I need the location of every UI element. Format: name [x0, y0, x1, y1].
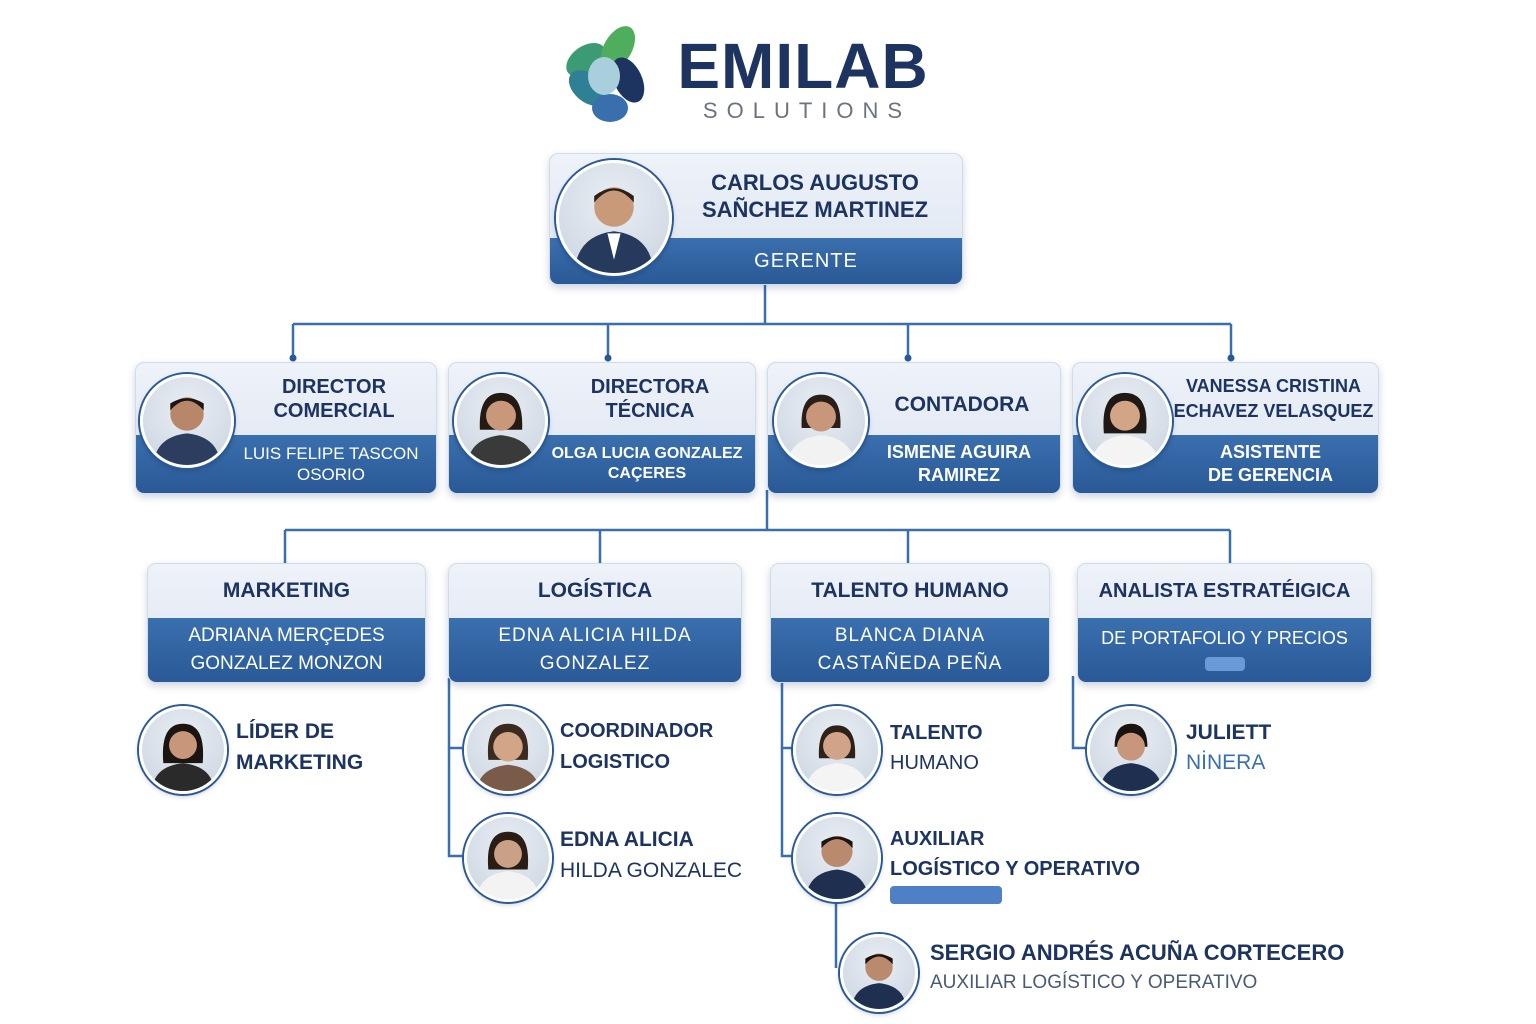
juliett-label: JULIETT NİNERA: [1186, 721, 1272, 774]
role-description: DE PORTAFOLIO Y PRECIOS: [1101, 628, 1348, 648]
company-name: EMILAB: [677, 30, 929, 102]
sergio-avatar: [840, 934, 918, 1012]
lider-marketing-label: LÍDER DE MARKETING: [236, 720, 364, 774]
department-title: TALENTO HUMANO: [811, 579, 1009, 602]
analista-estrategica-card[interactable]: ANALISTA ESTRATÉIGICA DE PORTAFOLIO Y PR…: [1077, 563, 1372, 683]
company-tagline: SOLUTIONS: [702, 98, 912, 123]
person-name-line1: BLANCA DIANA: [834, 625, 986, 646]
role-line2: DE GERENCIA: [1207, 465, 1333, 485]
juliett-avatar: [1087, 706, 1175, 794]
auxiliar-logistico-avatar: [793, 814, 881, 902]
role-line1: ASISTENTE: [1219, 442, 1321, 462]
person-name-line2: GONZALEZ: [539, 653, 651, 674]
role-line1: DIRECTOR: [281, 376, 387, 398]
logistica-card[interactable]: LOGÍSTICA EDNA ALICIA HILDA GONZALEZ: [448, 563, 742, 683]
company-logo-mark: [558, 20, 654, 128]
person-name-line2: ECHAVEZ VELASQUEZ: [1173, 401, 1374, 421]
department-title: MARKETING: [222, 579, 351, 602]
role-line2: TÉCNICA: [605, 400, 695, 422]
person-name-line1: LUIS FELIPE TASCON: [243, 444, 419, 463]
lider-marketing-avatar: [139, 706, 227, 794]
role-line1: CONTADORA: [894, 393, 1030, 416]
person-name-line1: ISMENE AGUIRA: [886, 442, 1032, 462]
person-name-line1: VANESSA CRISTINA: [1185, 376, 1362, 396]
department-title: ANALISTA ESTRATÉIGICA: [1098, 579, 1351, 602]
role-line1: DIRECTORA: [590, 376, 710, 398]
person-name-line2: OSORIO: [296, 465, 365, 484]
contadora-avatar: [774, 374, 868, 468]
talento-humano-label: TALENTO HUMANO: [890, 722, 983, 774]
company-logo-text: EMILAB SOLUTIONS: [668, 34, 938, 124]
person-name-line1: EDNA ALICIA HILDA: [498, 625, 692, 646]
decorative-badge: [1204, 657, 1245, 671]
edna-alicia-avatar: [464, 814, 552, 902]
ceo-avatar: [556, 160, 672, 276]
talento-humano-avatar: [793, 706, 881, 794]
ceo-role: GERENTE: [754, 249, 858, 272]
asistente-gerencia-card[interactable]: VANESSA CRISTINA ECHAVEZ VELASQUEZ ASIST…: [1072, 362, 1379, 494]
talento-humano-card[interactable]: TALENTO HUMANO BLANCA DIANA CASTAÑEDA PE…: [770, 563, 1050, 683]
edna-alicia-label: EDNA ALICIA HILDA GONZALEC: [560, 828, 743, 882]
department-title: LOGÍSTICA: [537, 579, 653, 602]
person-name-line2: CASTAÑEDA PEÑA: [817, 653, 1003, 674]
coordinador-logistico-avatar: [464, 706, 552, 794]
person-name-line2: CAÇERES: [607, 465, 687, 482]
directora-tecnica-avatar: [454, 374, 548, 468]
director-comercial-avatar: [140, 374, 234, 468]
ceo-name-line1: CARLOS AUGUSTO: [711, 170, 919, 195]
sergio-label: SERGIO ANDRÉS ACUÑA CORTECERO AUXILIAR L…: [930, 940, 1345, 993]
person-name-line1: ADRIANA MERÇEDES: [188, 625, 385, 646]
person-name-line1: OLGA LUCIA GONZALEZ: [551, 445, 743, 462]
decorative-badge: [890, 886, 1002, 904]
person-name-line2: RAMIREZ: [918, 465, 1000, 485]
role-line2: COMERCIAL: [273, 400, 395, 422]
coordinador-logistico-label: COORDINADOR LOGISTICO: [560, 720, 714, 773]
ceo-name-line2: SAÑCHEZ MARTINEZ: [701, 197, 929, 222]
auxiliar-logistico-label: AUXILIAR LOGÍSTICO Y OPERATIVO: [890, 828, 1141, 880]
marketing-card[interactable]: MARKETING ADRIANA MERÇEDES GONZALEZ MONZ…: [147, 563, 426, 683]
person-name-line2: GONZALEZ MONZON: [190, 653, 383, 674]
asistente-gerencia-avatar: [1078, 374, 1172, 468]
